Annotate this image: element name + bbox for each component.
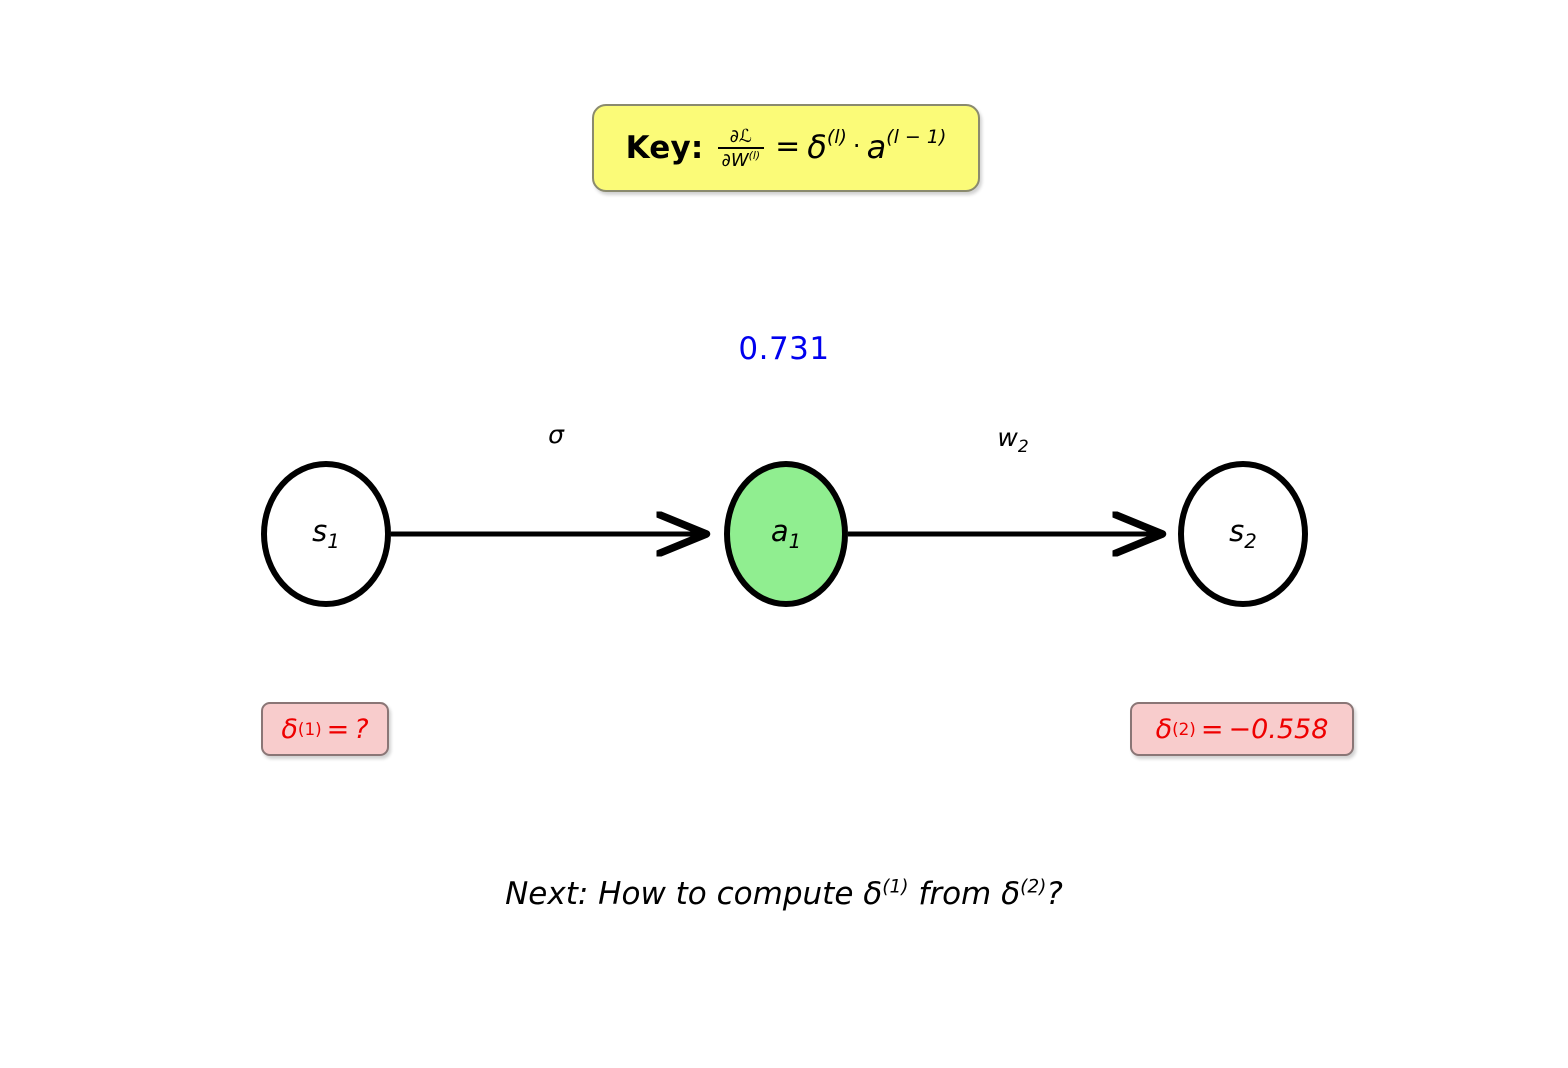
node-s2[interactable]: s2: [1178, 461, 1308, 607]
activation-symbol: a: [866, 128, 887, 166]
edge-label-w2-subscript: 2: [1017, 437, 1029, 457]
node-a1-label-subscript: 1: [788, 529, 802, 553]
caption-prefix: Next: How to compute: [505, 876, 864, 912]
delta-1-equals: =: [326, 713, 350, 745]
equals-sign: =: [775, 129, 801, 164]
node-s2-label-subscript: 2: [1244, 529, 1257, 553]
caption-delta-a-superscript: (1): [882, 876, 909, 898]
edge-label-sigma: σ: [506, 420, 606, 454]
caption-middle: from: [908, 876, 1002, 912]
fraction-denominator-superscript: (l): [748, 149, 761, 162]
node-s1-label: s1: [312, 514, 340, 553]
caption-delta-a: δ: [863, 876, 883, 912]
delta-superscript: (l): [826, 125, 847, 148]
node-s1-label-base: s: [312, 513, 328, 548]
node-a1-label: a1: [771, 514, 801, 553]
delta-badge-layer-2: δ(2)=−0.558: [1130, 702, 1354, 756]
node-s1[interactable]: s1: [261, 461, 391, 607]
delta-1-symbol: δ: [281, 713, 298, 745]
caption-delta-b-superscript: (2): [1020, 876, 1047, 898]
node-s2-label-base: s: [1229, 513, 1245, 548]
activation-superscript: (l − 1): [886, 125, 947, 148]
caption-delta-b: δ: [1001, 876, 1021, 912]
fraction-numerator: ∂ℒ: [729, 126, 752, 147]
activation-value-label: 0.731: [738, 331, 830, 367]
dot-operator: ·: [852, 132, 861, 160]
edge-label-w2-base: w: [997, 423, 1018, 452]
fraction-denominator: ∂W(l): [717, 147, 765, 171]
node-s2-label: s2: [1229, 514, 1257, 553]
caption-suffix: ?: [1046, 876, 1063, 912]
fraction-denominator-base: ∂W: [721, 150, 749, 171]
delta-2-symbol: δ: [1155, 713, 1173, 745]
key-formula-box: Key: ∂ℒ ∂W(l) = δ(l) · a(l − 1): [592, 104, 980, 192]
node-a1[interactable]: a1: [724, 461, 848, 607]
delta-1-value: ?: [354, 713, 369, 745]
edge-label-sigma-base: σ: [548, 420, 564, 449]
delta-symbol: δ: [807, 128, 827, 166]
delta-badge-layer-1: δ(1)=?: [261, 702, 389, 756]
key-formula-inner: Key: ∂ℒ ∂W(l) = δ(l) · a(l − 1): [625, 125, 947, 171]
delta-1-superscript: (1): [297, 719, 322, 739]
node-s1-label-subscript: 1: [327, 529, 340, 553]
delta-2-value: −0.558: [1228, 713, 1329, 745]
delta-2-superscript: (2): [1172, 719, 1196, 739]
caption-next-step: Next: How to compute δ(1) from δ(2)?: [0, 876, 1568, 912]
partial-derivative-fraction: ∂ℒ ∂W(l): [717, 126, 765, 171]
edge-label-w2: w2: [963, 423, 1063, 457]
node-a1-label-base: a: [770, 513, 789, 548]
delta-2-equals: =: [1200, 713, 1224, 745]
key-label: Key:: [625, 129, 704, 166]
